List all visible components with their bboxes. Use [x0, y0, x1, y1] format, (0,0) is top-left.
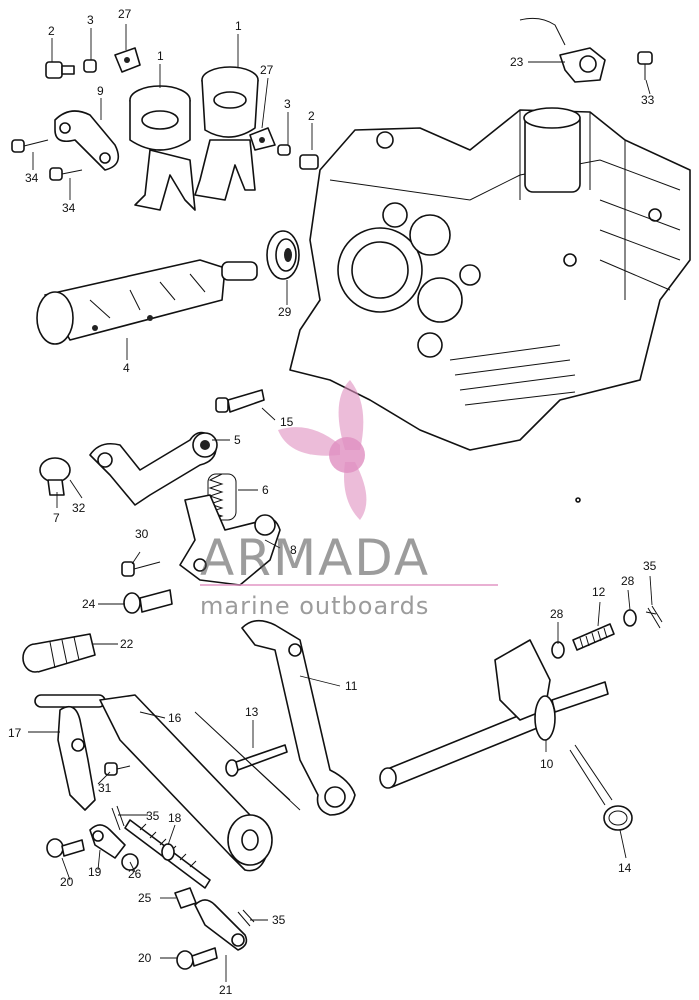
- propeller-blade-left: [278, 427, 340, 456]
- watermark-title: ARMADA: [200, 529, 430, 587]
- callout-35-right: 35: [643, 559, 657, 573]
- washer-part-28-right: [623, 609, 637, 627]
- callout-18: 18: [168, 811, 182, 825]
- callout-28-left: 28: [550, 607, 564, 621]
- callout-20-lower: 20: [138, 951, 152, 965]
- clip-part-35-lower: [237, 909, 255, 927]
- callout-3-left: 3: [87, 13, 94, 27]
- cover-part-22: [22, 633, 96, 673]
- armada-watermark: ARMADA marine outboards: [200, 380, 498, 620]
- washer-part-3-right: [277, 144, 291, 156]
- callout-30: 30: [135, 527, 149, 541]
- watermark-subtitle: marine outboards: [200, 592, 429, 620]
- bolt-part-20-lower: [176, 947, 218, 970]
- link-part-19: [89, 824, 126, 859]
- callout-33: 33: [641, 93, 655, 107]
- callout-23: 23: [510, 55, 524, 69]
- shift-fork-right: [194, 66, 259, 201]
- callout-28-right: 28: [621, 574, 635, 588]
- callout-17: 17: [8, 726, 22, 740]
- callout-1-left: 1: [157, 49, 164, 63]
- callout-27-top: 27: [118, 7, 132, 21]
- washer-part-3-left: [83, 59, 97, 73]
- bolt-part-7: [39, 457, 71, 496]
- neutral-switch-part-23: [519, 17, 606, 83]
- link-part-21: [194, 899, 248, 951]
- screw-part-34-upper: [11, 139, 49, 153]
- callout-3-right: 3: [284, 97, 291, 111]
- bolt-part-13: [225, 744, 288, 777]
- clip-part-35-right: [645, 605, 663, 629]
- bolt-part-2-left: [45, 61, 75, 79]
- callout-35-lower: 35: [272, 913, 286, 927]
- bolt-part-31: [104, 762, 131, 776]
- spring-part-12: [572, 623, 615, 651]
- callout-16: 16: [168, 711, 182, 725]
- callout-8: 8: [290, 543, 297, 557]
- callout-11: 11: [345, 679, 358, 693]
- callout-20-upper: 20: [60, 875, 74, 889]
- clip-part-35-mid: [111, 805, 125, 831]
- callout-21: 21: [219, 983, 233, 997]
- callout-9: 9: [97, 84, 104, 98]
- callout-5: 5: [234, 433, 241, 447]
- shift-arm-part-11: [241, 619, 356, 816]
- screw-part-34-lower: [49, 167, 83, 181]
- propeller-blade-top: [338, 380, 364, 450]
- plate-part-8: [179, 494, 281, 586]
- crankcase-housing: [289, 107, 691, 503]
- callout-22: 22: [120, 637, 134, 651]
- callout-27-right: 27: [260, 63, 274, 77]
- propeller-logo: [278, 380, 367, 520]
- callout-31: 31: [98, 781, 112, 795]
- callout-13: 13: [245, 705, 259, 719]
- heel-pedal-part-17: [57, 705, 96, 811]
- callout-14: 14: [618, 861, 632, 875]
- nut-part-25: [174, 887, 197, 909]
- part-callouts: 1 1 2 2 3 3 27 27 9 34 34 4 29 23 33 15 …: [8, 7, 657, 997]
- return-spring-part-14: [569, 744, 633, 831]
- callout-2-right: 2: [308, 109, 315, 123]
- callout-10: 10: [540, 757, 554, 771]
- bolt-part-2-right: [299, 154, 319, 170]
- propeller-hub: [329, 437, 365, 473]
- callout-1-right: 1: [235, 19, 242, 33]
- callout-32: 32: [72, 501, 86, 515]
- callout-2-left: 2: [48, 24, 55, 38]
- callout-4: 4: [123, 361, 130, 375]
- callout-26: 26: [128, 867, 142, 881]
- bolt-part-20-upper: [46, 838, 85, 858]
- callout-34-lower: 34: [62, 201, 76, 215]
- leader-lines: [28, 24, 653, 982]
- callout-24: 24: [82, 597, 96, 611]
- shift-pin-right: [249, 127, 276, 151]
- screw-part-33: [637, 51, 653, 80]
- bolt-part-24: [123, 589, 173, 614]
- callout-12: 12: [592, 585, 606, 599]
- shift-shaft-part-10: [379, 639, 609, 789]
- bearing-part-29: [266, 230, 300, 280]
- callout-6: 6: [262, 483, 269, 497]
- rod-part-18: [124, 819, 211, 889]
- retainer-plate-part-9: [54, 110, 120, 171]
- callout-15: 15: [280, 415, 294, 429]
- propeller-blade-right: [344, 462, 367, 520]
- washer-part-28-left: [551, 641, 565, 659]
- shift-pin-top: [114, 47, 141, 73]
- callout-25: 25: [138, 891, 152, 905]
- bolt-part-15: [215, 389, 265, 413]
- stopper-arm-part-5: [89, 431, 218, 506]
- shift-drum-part-4: [36, 259, 258, 345]
- callout-35-mid: 35: [146, 809, 160, 823]
- callout-29: 29: [278, 305, 292, 319]
- bolt-part-30: [121, 561, 161, 577]
- callout-7: 7: [53, 511, 60, 525]
- callout-19: 19: [88, 865, 102, 879]
- shift-fork-left: [129, 85, 196, 211]
- callout-34-upper: 34: [25, 171, 39, 185]
